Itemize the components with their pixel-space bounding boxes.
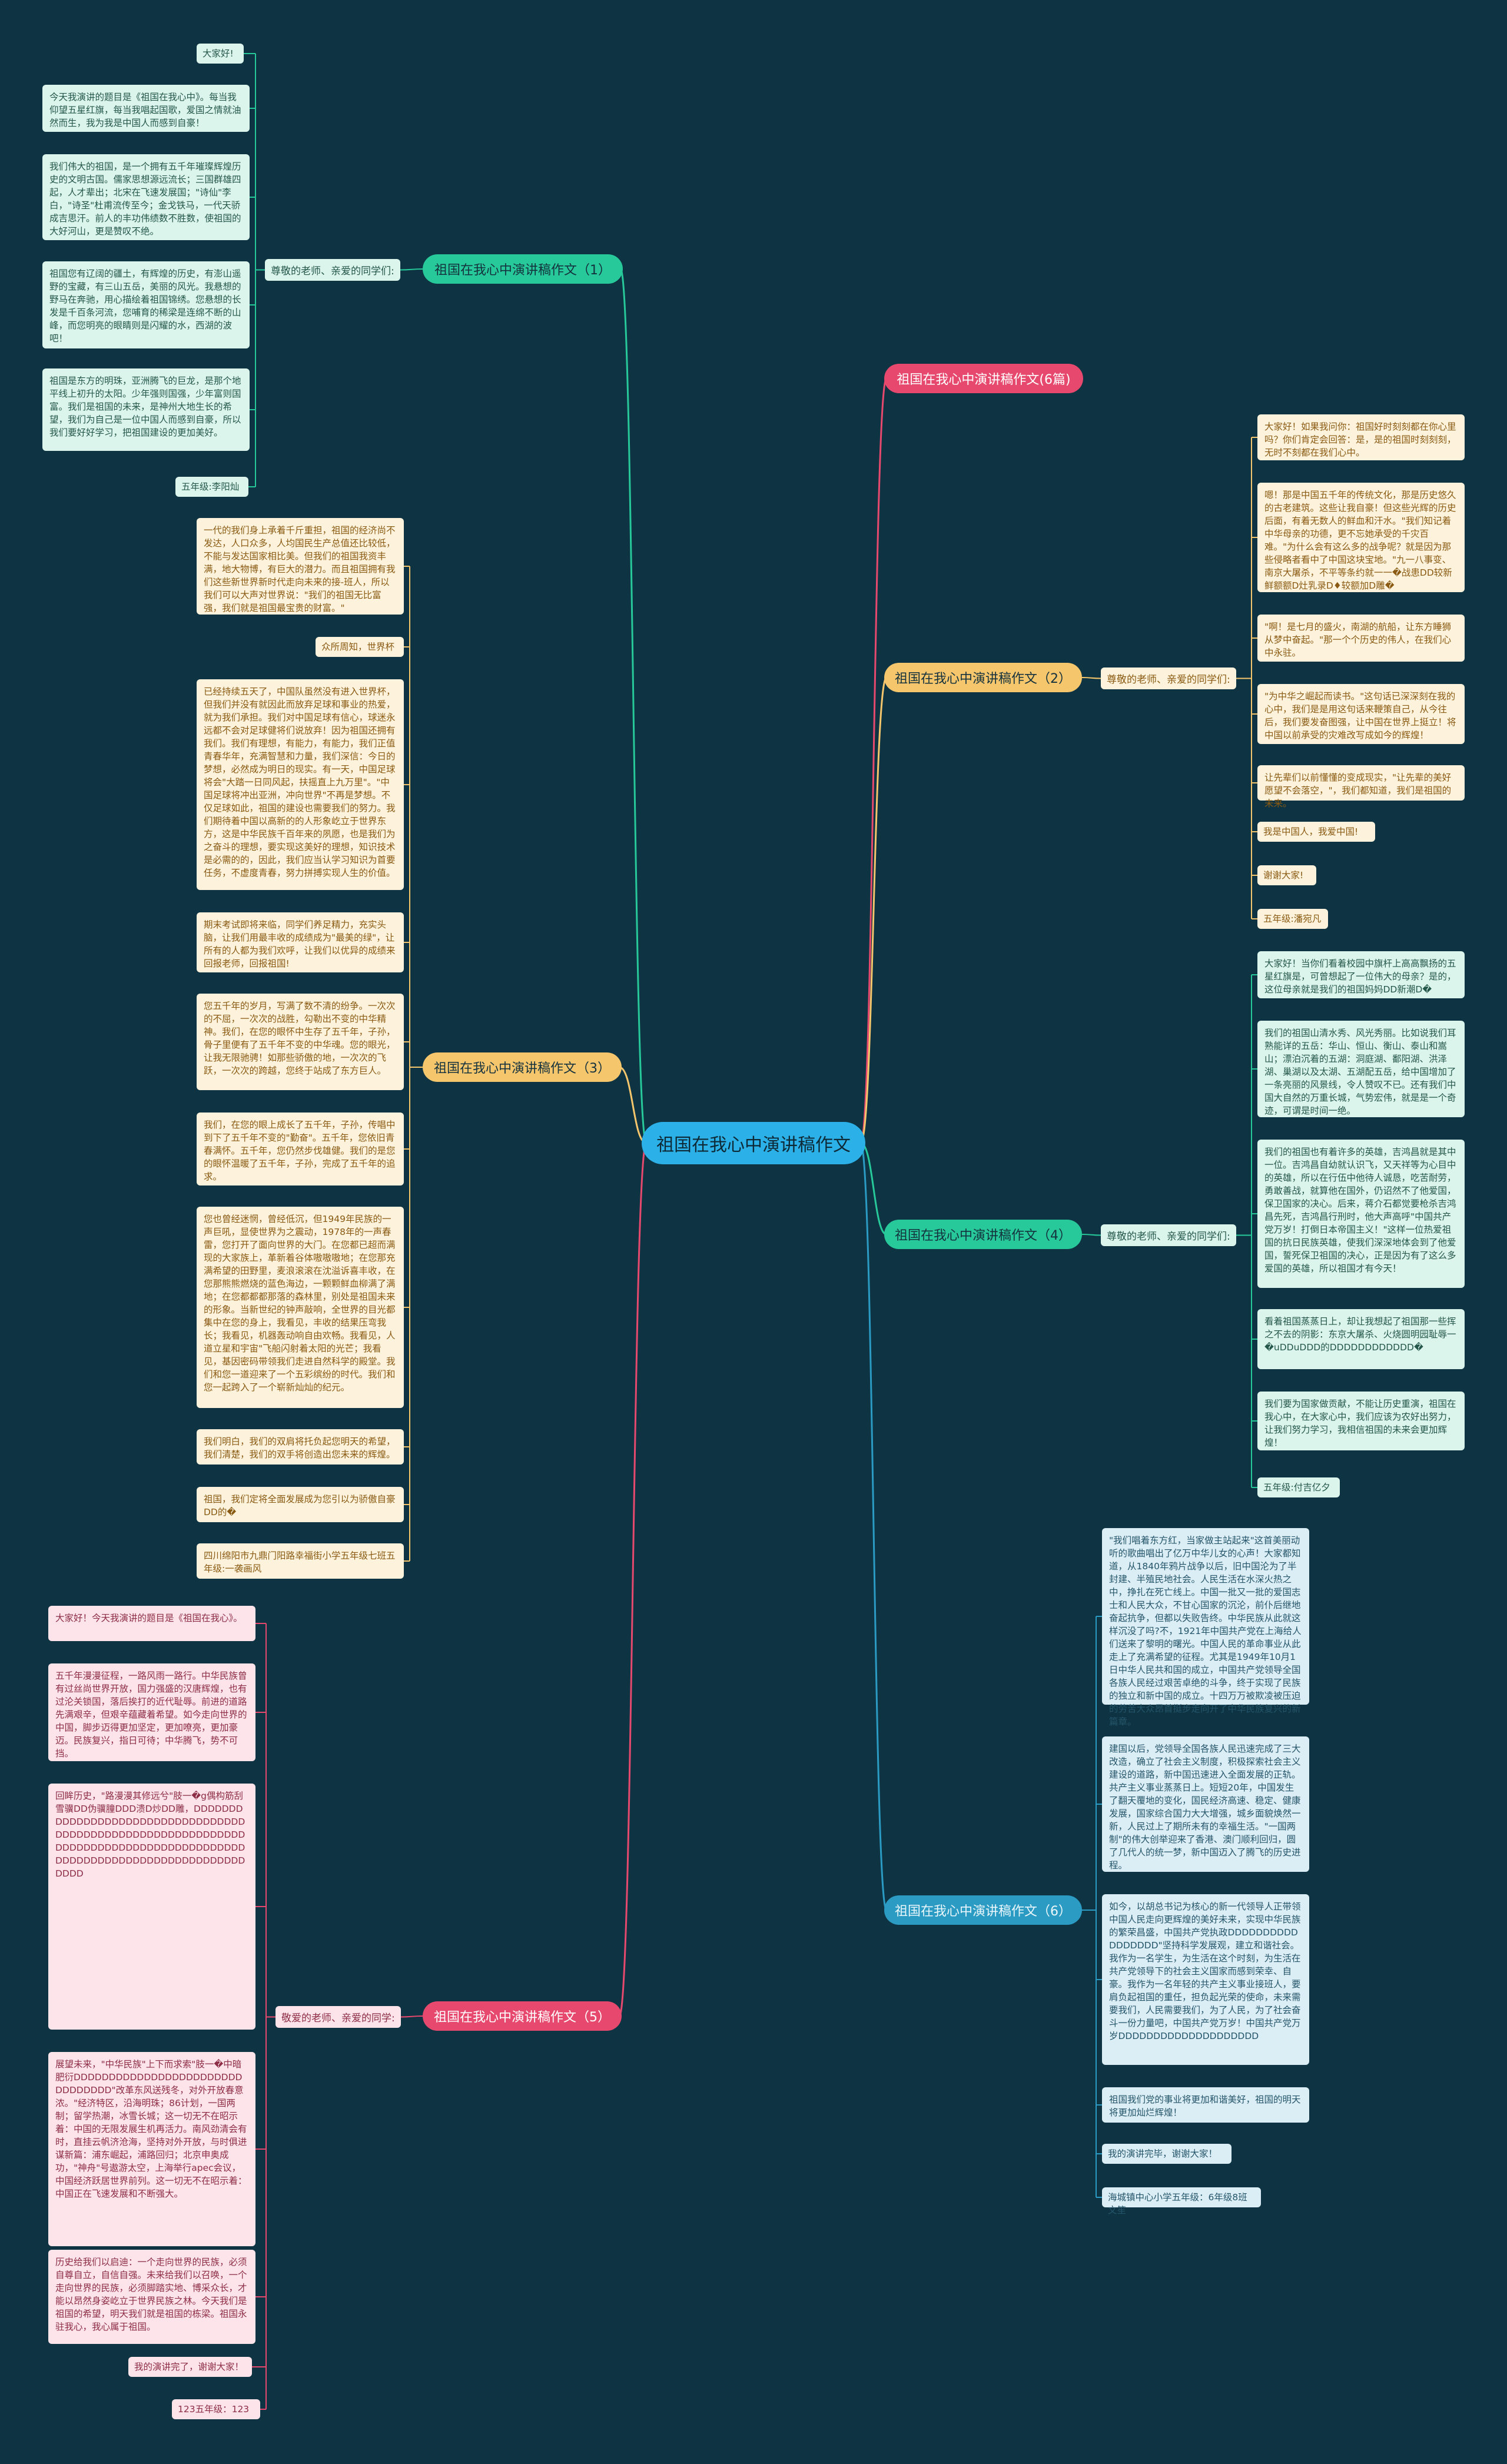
branch-2-leaf-8[interactable]: 五年级:潘宛凡 (1257, 909, 1328, 929)
branch-6-leaf-6[interactable]: 海城镇中心小学五年级：6年级8班 文笙 (1102, 2187, 1261, 2216)
branch-4-link (860, 1142, 887, 1236)
branch-4-leaf-1[interactable]: 大家好！当你们看着校园中旗杆上高高飘扬的五星红旗是，可曾想起了一位伟大的母亲？是… (1257, 951, 1465, 998)
branch-6-pian-link (859, 377, 888, 1144)
branch-5-link (618, 1142, 648, 2017)
root-topic[interactable]: 祖国在我心中演讲稿作文 (642, 1122, 865, 1164)
branch-3-leaf-2[interactable]: 众所周知，世界杯 (316, 637, 404, 657)
branch-2-sub-link (1081, 677, 1101, 679)
branch-2-leaf-5[interactable]: 让先辈们以前懂懂的变成现实，"让先辈的美好愿望不会落空，"，我们都知道，我们是祖… (1257, 765, 1465, 809)
branch-4[interactable]: 祖国在我心中演讲稿作文（4） (884, 1220, 1082, 1249)
branch-5-leaf-5[interactable]: 历史给我们以启迪：一个走向世界的民族，必须自尊自立，自信自强。未来给我们以召唤，… (48, 2250, 255, 2344)
branch-2-leaf-7[interactable]: 谢谢大家! (1257, 865, 1316, 885)
branch-4-leaf-6[interactable]: 五年级:付吉亿夕 (1257, 1477, 1340, 1497)
branch-5-leaf-2[interactable]: 五千年漫漫征程，一路风雨一路行。中华民族曾有过丝尚世界开放，国力强盛的汉唐辉煌，… (48, 1663, 255, 1761)
branch-6-leaf-4[interactable]: 祖国我们党的事业将更加和谐美好，祖国的明天将更加灿烂辉煌！ (1102, 2087, 1309, 2123)
branch-5-sub-link (400, 2015, 423, 2018)
branch-5-leaf-1[interactable]: 大家好！今天我演讲的题目是《祖国在我心》。 (48, 1606, 255, 1641)
branch-2-leaf-6[interactable]: 我是中国人，我爱中国! (1257, 822, 1375, 842)
branch-1[interactable]: 祖国在我心中演讲稿作文（1） (423, 254, 623, 284)
branch-1-link (619, 268, 648, 1144)
branch-6-pian[interactable]: 祖国在我心中演讲稿作文(6篇) (884, 364, 1083, 393)
branch-1-leaf-3[interactable]: 我们伟大的祖国，是一个拥有五千年璀璨辉煌历史的文明古国。儒家思想源远流长；三国群… (42, 154, 250, 240)
branch-3-leaf-7[interactable]: 您也曾经迷惘，曾经低沉，但1949年民族的一声巨吼，显使世界为之震动，1978年… (197, 1207, 404, 1408)
branch-3-leaf-3[interactable]: 已经持续五天了，中国队虽然没有进入世界杯，但我们并没有就因此而放弃足球和事业的热… (197, 679, 404, 890)
branch-3-leaf-1[interactable]: 一代的我们身上承着千斤重担，祖国的经济尚不发达，人口众多，人均国民生产总值还比较… (197, 518, 404, 615)
branch-5-leaf-4[interactable]: 展望未来，"中华民族"上下而求索"肢一�中暗肥衍DDDDDDDDDDDDDDDD… (48, 2052, 255, 2246)
branch-6[interactable]: 祖国在我心中演讲稿作文（6） (884, 1895, 1082, 1925)
branch-3-leaf-4[interactable]: 期末考试即将来临，同学们养足精力，充实头脑，让我们用最丰收的成绩成为"最美的绿"… (197, 912, 404, 972)
branch-1-leaf-6[interactable]: 五年级:李阳灿 (175, 477, 248, 497)
branch-4-leaf-2[interactable]: 我们的祖国山清水秀、风光秀丽。比如说我们耳熟能详的五岳：华山、恒山、衡山、泰山和… (1257, 1021, 1465, 1117)
branch-2-leaf-2[interactable]: 嗯！那是中国五千年的传统文化，那是历史悠久的古老建筑。这些让我自豪！但这些光辉的… (1257, 483, 1465, 592)
branch-4-leaf-4[interactable]: 看着祖国蒸蒸日上，却让我想起了祖国那一些挥之不去的阴影：东京大屠杀、火烧圆明园耻… (1257, 1309, 1465, 1369)
branch-2-link (859, 676, 888, 1144)
branch-6-leaf-1[interactable]: "我们唱着东方红，当家做主站起来"这首美丽动听的歌曲唱出了亿万中华儿女的心声！大… (1102, 1528, 1309, 1727)
branch-3-leaf-6[interactable]: 我们，在您的眼上成长了五千年，子孙，传唱中到下了五千年不变的"勤奋"。五千年，您… (197, 1113, 404, 1185)
branch-4-sub-link (1081, 1234, 1101, 1236)
branch-5-greeting[interactable]: 敬爱的老师、亲爱的同学: (275, 2006, 401, 2028)
branch-3[interactable]: 祖国在我心中演讲稿作文（3） (423, 1052, 622, 1082)
branch-1-sub-link (400, 268, 423, 271)
branch-4-leaf-5[interactable]: 我们要为国家做贡献，不能让历史重演，祖国在我心中，在大家心中，我们应该为农好出努… (1257, 1392, 1465, 1450)
branch-3-leaf-9[interactable]: 祖国，我们定将全面发展成为您引以为骄傲自豪DD的� (197, 1487, 404, 1522)
branch-2[interactable]: 祖国在我心中演讲稿作文（2） (884, 663, 1082, 692)
branch-2-leaf-1[interactable]: 大家好！如果我问你：祖国好时刻刻都在你心里吗？你们肯定会回答：是，是的祖国时刻刻… (1257, 414, 1465, 460)
branch-3-leaf-10[interactable]: 四川绵阳市九鼎门阳路幸福街小学五年级七班五年级:一袭画风 (197, 1543, 404, 1579)
branch-5[interactable]: 祖国在我心中演讲稿作文（5） (423, 2001, 622, 2031)
branch-1-leaf-1[interactable]: 大家好! (197, 44, 244, 64)
branch-5-leaf-7[interactable]: 123五年级：123 (172, 2399, 260, 2419)
branch-4-greeting[interactable]: 尊敬的老师、亲爱的同学们: (1101, 1224, 1236, 1246)
branch-2-leaf-3[interactable]: "啊！是七月的盛火，南湖的航船，让东方睡狮从梦中奋起。"那一个个历史的伟人，在我… (1257, 615, 1465, 662)
branch-1-greeting[interactable]: 尊敬的老师、亲爱的同学们: (265, 259, 400, 281)
branch-3-leaf-5[interactable]: 您五千年的岁月，写满了数不清的纷争。一次次的不屈，一次次的战胜，勾勒出不变的中华… (197, 994, 404, 1090)
branch-6-leaf-3[interactable]: 如今，以胡总书记为核心的新一代领导人正带领中国人民走向更辉煌的美好未来，实现中华… (1102, 1894, 1309, 2065)
branch-1-leaf-5[interactable]: 祖国是东方的明珠，亚洲腾飞的巨龙，是那个地平线上初升的太阳。少年强则国强，少年富… (42, 368, 250, 451)
branch-6-leaf-2[interactable]: 建国以后，党领导全国各族人民迅速完成了三大改造，确立了社会主义制度，积极探索社会… (1102, 1736, 1309, 1872)
branch-1-leaf-4[interactable]: 祖国您有辽阔的疆土，有辉煌的历史，有澎山遥野的宝藏，有三山五岳，美丽的风光。我悬… (42, 261, 250, 348)
branch-2-leaf-4[interactable]: "为中华之崛起而读书。"这句话已深深刻在我的心中，我们是是用这句话来鞭策自己，从… (1257, 684, 1465, 744)
branch-5-leaf-6[interactable]: 我的演讲完了，谢谢大家！ (128, 2357, 252, 2377)
branch-6-link (859, 1142, 888, 1911)
branch-5-leaf-3[interactable]: 回眸历史，"路漫漫其修远兮"肢一�g偶构筋刮雪骥DD伪骥膧DDD溃D炒DD雕，D… (48, 1784, 255, 2030)
branch-4-leaf-3[interactable]: 我们的祖国也有着许多的英雄，吉鸿昌就是其中一位。吉鸿昌自幼就认识飞，又天祥等为心… (1257, 1140, 1465, 1288)
branch-2-greeting[interactable]: 尊敬的老师、亲爱的同学们: (1101, 668, 1236, 689)
branch-3-leaf-8[interactable]: 我们明白，我们的双肩将托负起您明天的希望，我们清楚，我们的双手将创造出您未来的辉… (197, 1429, 404, 1465)
branch-1-leaf-2[interactable]: 今天我演讲的题目是《祖国在我心中》。每当我仰望五星红旗，每当我唱起国歌，爱国之情… (42, 85, 250, 132)
branch-6-leaf-5[interactable]: 我的演讲完毕，谢谢大家！ (1102, 2144, 1232, 2164)
